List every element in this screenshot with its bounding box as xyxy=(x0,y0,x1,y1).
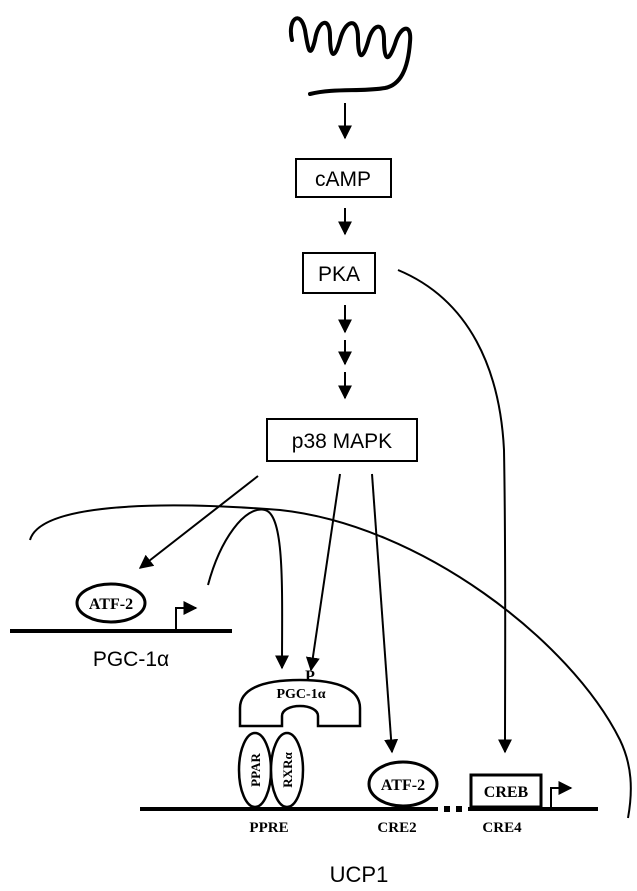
creb-label: CREB xyxy=(484,784,529,801)
cre2-label: CRE2 xyxy=(377,820,416,836)
ppar-label: PPAR xyxy=(248,753,263,787)
p38-mapk-node: p38 MAPK xyxy=(267,419,417,461)
atf2-cre2-label: ATF-2 xyxy=(381,777,425,794)
pka-node: PKA xyxy=(303,253,375,293)
pgc-tss-arrow xyxy=(176,608,196,631)
camp-node: cAMP xyxy=(296,159,391,197)
creb-factor: CREB xyxy=(471,775,541,807)
atf2-pgc-label: ATF-2 xyxy=(89,596,133,613)
rxra-receptor: RXRα xyxy=(271,733,303,807)
pgc1a-protein: PGC-1α xyxy=(240,680,360,726)
ppre-label: PPRE xyxy=(249,820,288,836)
phospho-label: P xyxy=(305,668,315,685)
pgc-gene-label: PGC-1α xyxy=(93,648,169,671)
pgc1a-protein-label: PGC-1α xyxy=(276,687,325,702)
cre4-label: CRE4 xyxy=(482,820,522,836)
arrow-p38-pgc-phospho xyxy=(311,474,340,670)
ppar-receptor: PPAR xyxy=(239,733,271,807)
atf2-pgc-factor: ATF-2 xyxy=(77,584,145,622)
ucp1-tss-arrow xyxy=(551,788,571,809)
arrow-p38-atf2-cre2 xyxy=(372,474,392,752)
arrow-pka-creb xyxy=(398,270,505,752)
arrow-pgc-gene-protein xyxy=(208,510,282,668)
p38-mapk-label: p38 MAPK xyxy=(292,430,392,453)
rxra-label: RXRα xyxy=(280,752,295,788)
pka-label: PKA xyxy=(318,263,360,286)
atf2-cre2-factor: ATF-2 xyxy=(369,762,437,806)
camp-label: cAMP xyxy=(315,168,371,191)
receptor-icon xyxy=(291,18,410,94)
ucp1-gene-label: UCP1 xyxy=(330,862,389,887)
dna-gap-dots xyxy=(444,806,462,812)
